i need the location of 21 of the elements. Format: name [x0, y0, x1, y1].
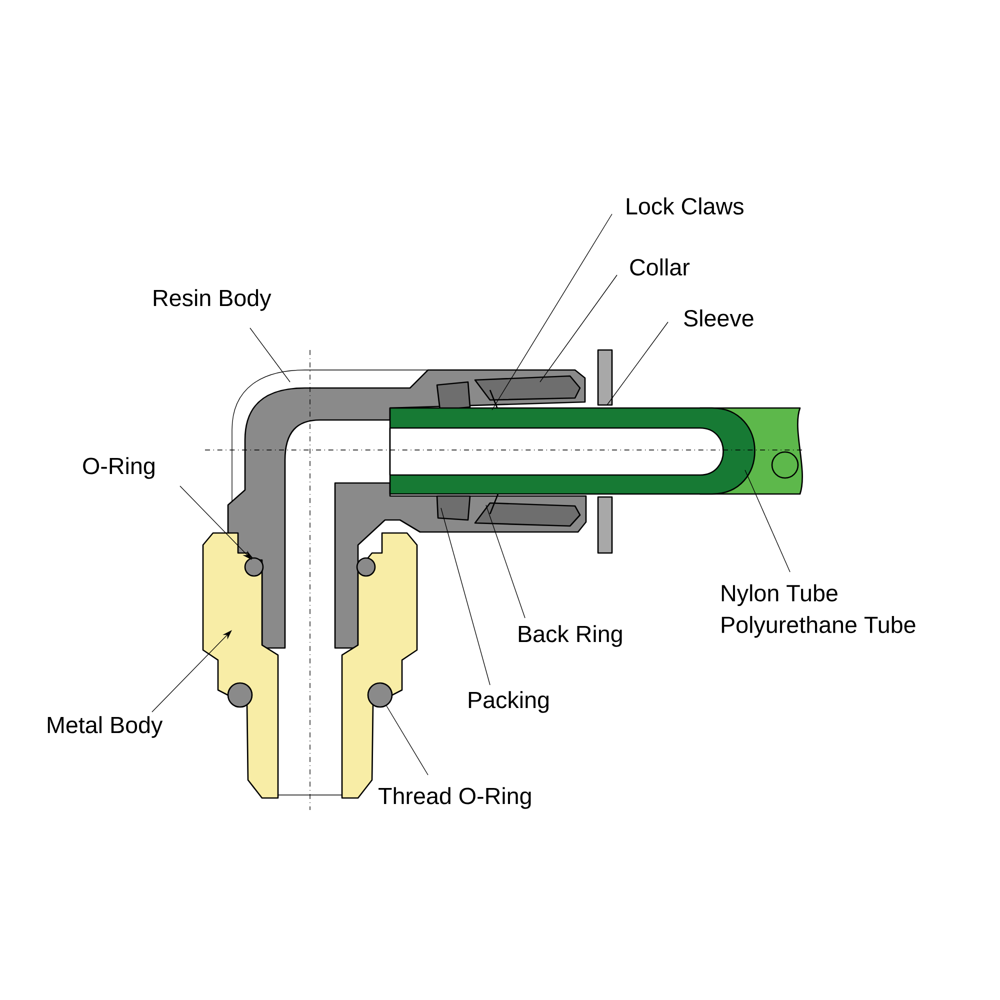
part-label: Packing: [468, 691, 548, 713]
leader-line: [180, 486, 252, 560]
leader-line: [386, 706, 428, 776]
part-label: Back Ring: [518, 625, 622, 647]
part-label: Sleeve: [684, 309, 754, 327]
part-label: Collar: [630, 258, 690, 276]
part-label: Nylon Tube Polyurethane Tube: [722, 584, 916, 638]
leader-line: [540, 274, 618, 382]
part-label: Lock Claws: [626, 197, 744, 215]
leader-line: [440, 508, 490, 686]
leader-line: [486, 504, 526, 618]
leader-line: [606, 322, 668, 406]
part-label: Thread O-Ring: [378, 787, 531, 809]
leader-line: [250, 328, 290, 382]
thread-o-ring: [367, 682, 393, 708]
part-label: Metal Body: [48, 716, 163, 738]
part-label: Resin Body: [154, 289, 272, 311]
leader-line: [492, 214, 612, 410]
part-label: O-Ring: [83, 457, 154, 479]
leader-line: [744, 470, 790, 572]
leader-line: [152, 630, 232, 712]
